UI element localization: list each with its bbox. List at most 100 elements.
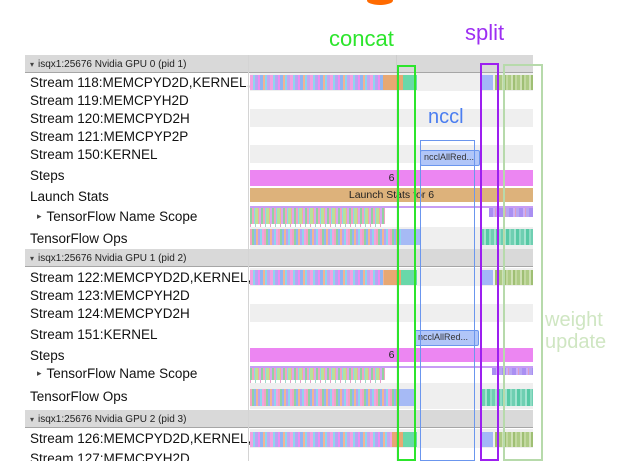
- track-label[interactable]: Stream 150:KERNEL: [0, 145, 277, 163]
- track-label[interactable]: TensorFlow Ops: [0, 383, 277, 409]
- track-label-text: TensorFlow Name Scope: [46, 208, 198, 224]
- split-op-segment[interactable]: [482, 432, 493, 447]
- tf-ops-activity[interactable]: [250, 389, 400, 406]
- gpu2-header[interactable]: ▾isqx1:25676 Nvidia GPU 2 (pid 3): [0, 410, 622, 428]
- stream-120[interactable]: Stream 120:MEMCPYD2H: [0, 109, 622, 127]
- launch-stats-bar-text: Launch Stats for 6: [348, 188, 435, 201]
- tf-ops-gpu1[interactable]: TensorFlow Ops: [0, 383, 622, 409]
- gpu-header-band: [25, 249, 533, 267]
- steps-gpu1[interactable]: Steps 6: [0, 347, 622, 363]
- track-label[interactable]: Stream 151:KERNEL: [0, 322, 277, 347]
- launch-stats-bar[interactable]: Launch Stats for 6: [250, 188, 533, 202]
- track-label-text: TensorFlow Name Scope: [46, 366, 198, 381]
- track-label[interactable]: Stream 127:MEMCPYH2D: [0, 449, 277, 461]
- track-label[interactable]: Stream 120:MEMCPYD2H: [0, 109, 277, 127]
- track-label[interactable]: Stream 124:MEMCPYD2H: [0, 304, 277, 322]
- tf-op-block[interactable]: [400, 389, 414, 406]
- name-scope-activity[interactable]: [489, 208, 533, 217]
- nccl-allreduce-bar-text: ncclAllRed...: [418, 332, 469, 342]
- name-scope-activity[interactable]: [250, 208, 385, 229]
- step-bar[interactable]: 6: [250, 348, 533, 362]
- name-scope-activity[interactable]: [250, 368, 385, 385]
- stream-151[interactable]: Stream 151:KERNEL ncclAllRed...: [0, 322, 622, 347]
- nccl-allreduce-bar[interactable]: ncclAllRed...: [420, 150, 480, 166]
- tf-ops-activity[interactable]: [250, 229, 401, 245]
- track-label[interactable]: Stream 119:MEMCPYH2D: [0, 91, 277, 109]
- stream-121[interactable]: Stream 121:MEMCPYP2P: [0, 127, 622, 145]
- step-bar[interactable]: 6: [250, 170, 533, 186]
- gpu1-header[interactable]: ▾isqx1:25676 Nvidia GPU 1 (pid 2): [0, 249, 622, 267]
- launch-stats[interactable]: Launch Stats Launch Stats for 6: [0, 187, 622, 205]
- track-label-text: Stream 151:KERNEL: [30, 327, 158, 342]
- track-label[interactable]: Stream 122:MEMCPYD2D,KERNEL,MI: [0, 268, 277, 286]
- stream-124[interactable]: Stream 124:MEMCPYD2H: [0, 304, 622, 322]
- gpu-header-text: isqx1:25676 Nvidia GPU 1 (pid 2): [38, 252, 187, 264]
- gpu-header-band: [25, 55, 533, 73]
- nccl-allreduce-bar-text: ncclAllRed...: [424, 152, 475, 162]
- split-box: [480, 63, 499, 461]
- name-scope-span-bar[interactable]: [250, 206, 533, 208]
- stream-119[interactable]: Stream 119:MEMCPYH2D: [0, 91, 622, 109]
- track-label-text: Stream 126:MEMCPYD2D,KERNEL,MI: [30, 431, 267, 446]
- gpu-header-label[interactable]: ▾isqx1:25676 Nvidia GPU 0 (pid 1): [30, 55, 186, 73]
- collapse-arrow-icon[interactable]: ▾: [30, 59, 35, 69]
- collapse-arrow-icon[interactable]: ▾: [30, 253, 35, 263]
- track-label-text: Stream 122:MEMCPYD2D,KERNEL,MI: [30, 269, 267, 285]
- name-scope-span-bar[interactable]: [250, 366, 533, 368]
- track-label-text: Stream 121:MEMCPYP2P: [30, 128, 189, 144]
- track-label[interactable]: Stream 126:MEMCPYD2D,KERNEL,MI: [0, 429, 277, 448]
- tf-ops-weight-update[interactable]: [481, 229, 533, 245]
- step-bar-text: 6: [388, 348, 395, 361]
- nccl-allreduce-bar[interactable]: ncclAllRed...: [414, 330, 479, 346]
- stream-123[interactable]: Stream 123:MEMCPYH2D: [0, 286, 622, 304]
- label-column-divider: [248, 55, 249, 461]
- track-label[interactable]: Launch Stats: [0, 187, 277, 205]
- concat-op-segment[interactable]: [403, 75, 417, 90]
- weight-update-box: [503, 64, 543, 461]
- split-op-segment[interactable]: [482, 75, 493, 90]
- track-label-text: Stream 119:MEMCPYH2D: [30, 92, 189, 108]
- track-label-text: Stream 124:MEMCPYD2H: [30, 305, 190, 321]
- track-label[interactable]: ▸ TensorFlow Name Scope: [0, 364, 284, 383]
- nccl-label: nccl: [428, 106, 464, 128]
- collapse-arrow-icon[interactable]: ▾: [30, 414, 35, 424]
- stream-126[interactable]: Stream 126:MEMCPYD2D,KERNEL,MI: [0, 429, 622, 448]
- track-label[interactable]: Stream 118:MEMCPYD2D,KERNEL,ME: [0, 73, 277, 91]
- name-scope-activity[interactable]: [492, 368, 533, 375]
- kernel-activity-bar[interactable]: [250, 432, 392, 447]
- steps-gpu0[interactable]: Steps 6: [0, 163, 622, 187]
- expand-arrow-icon[interactable]: ▸: [37, 210, 42, 221]
- tf-ops-weight-update[interactable]: [482, 389, 533, 406]
- expand-arrow-icon[interactable]: ▸: [37, 368, 42, 378]
- track-label[interactable]: Steps: [0, 163, 277, 187]
- concat-op-segment[interactable]: [401, 270, 417, 285]
- track-label[interactable]: Stream 123:MEMCPYH2D: [0, 286, 277, 304]
- split-op-segment[interactable]: [482, 270, 493, 285]
- track-label-text: Stream 123:MEMCPYH2D: [30, 287, 190, 303]
- tf-ops-gpu0[interactable]: TensorFlow Ops: [0, 227, 622, 249]
- track-label[interactable]: ▸ TensorFlow Name Scope: [0, 205, 284, 227]
- track-label-text: TensorFlow Ops: [30, 388, 128, 404]
- track-label-text: TensorFlow Ops: [30, 230, 128, 246]
- track-label[interactable]: Steps: [0, 347, 277, 363]
- step-bar-text: 6: [388, 171, 395, 184]
- gpu-header-label[interactable]: ▾isqx1:25676 Nvidia GPU 2 (pid 3): [30, 410, 186, 428]
- stream-150[interactable]: Stream 150:KERNEL ncclAllRed...: [0, 145, 622, 166]
- gpu-header-band: [25, 410, 533, 428]
- concat-box: [397, 65, 416, 461]
- stream-122[interactable]: Stream 122:MEMCPYD2D,KERNEL,MI: [0, 268, 622, 286]
- tf-name-scope-gpu1[interactable]: ▸ TensorFlow Name Scope: [0, 364, 622, 385]
- track-label[interactable]: TensorFlow Ops: [0, 227, 277, 249]
- gpu0-header[interactable]: ▾isqx1:25676 Nvidia GPU 0 (pid 1): [0, 55, 622, 73]
- concat-label: concat: [329, 26, 394, 51]
- split-label: split: [465, 20, 505, 45]
- concat-op-segment[interactable]: [403, 432, 417, 447]
- kernel-activity-bar[interactable]: [250, 270, 384, 285]
- tf-name-scope-gpu0[interactable]: ▸ TensorFlow Name Scope: [0, 205, 622, 229]
- stream-127[interactable]: Stream 127:MEMCPYH2D: [0, 449, 622, 461]
- memcpy-segment[interactable]: [384, 270, 401, 285]
- kernel-activity-bar[interactable]: [250, 75, 383, 90]
- gpu-header-label[interactable]: ▾isqx1:25676 Nvidia GPU 1 (pid 2): [30, 249, 186, 267]
- track-label[interactable]: Stream 121:MEMCPYP2P: [0, 127, 277, 145]
